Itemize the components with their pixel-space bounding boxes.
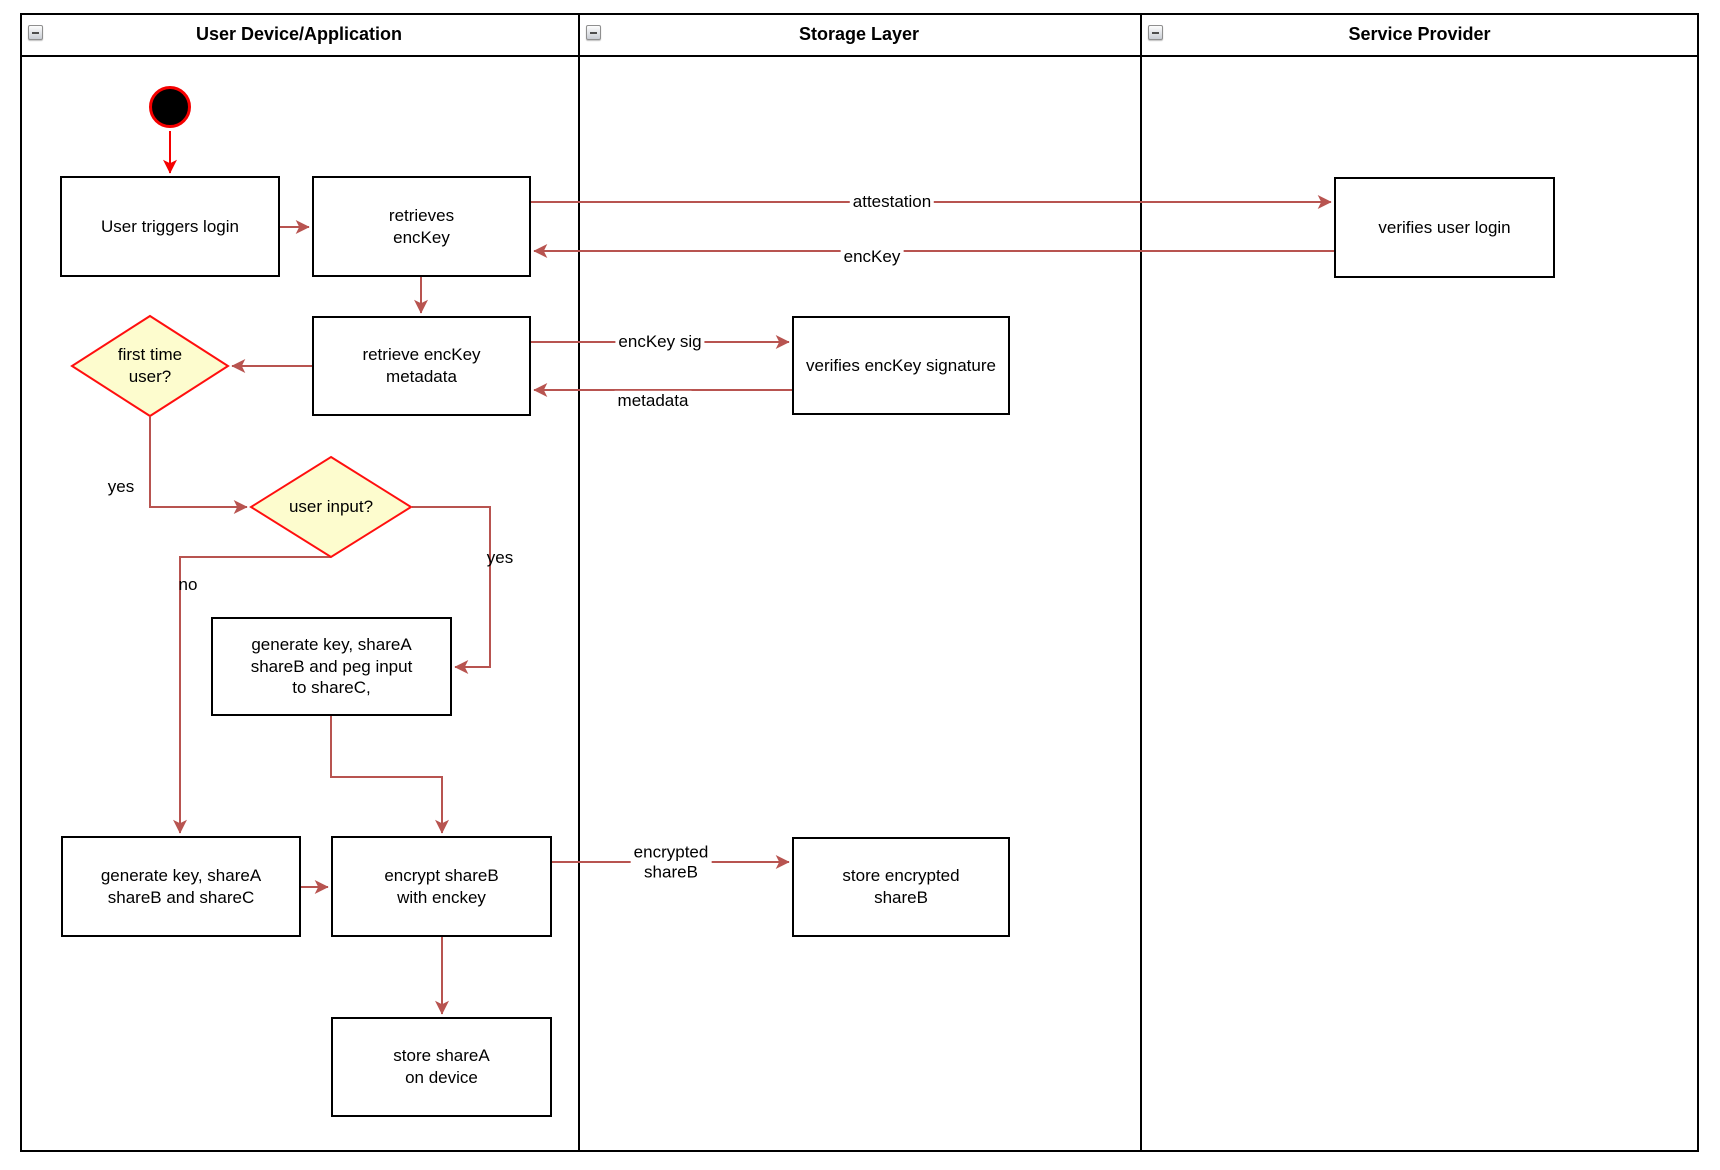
edge-label-attestation[interactable]: attestation [849,191,935,213]
node-label: user input? [288,497,374,517]
node-encrypt-shareb[interactable]: encrypt shareB with enckey [331,836,552,937]
minus-icon [1152,31,1159,34]
node-label: first time user? [117,345,183,386]
node-label: User triggers login [101,216,239,236]
node-label: retrieve encKey metadata [362,345,481,386]
minus-icon [590,31,597,34]
node-label: store shareA on device [393,1046,490,1087]
node-label: encrypt shareB with enckey [384,865,499,907]
node-label: verifies encKey signature [806,355,996,375]
start-node[interactable] [149,86,191,128]
edge-label-yes-first-time[interactable]: yes [107,476,135,496]
lane-title-storage-layer: Storage Layer [798,23,920,44]
minus-icon [32,31,39,34]
edge-label-encrypted-shareb[interactable]: encrypted shareB [630,842,712,884]
edge-label-enckey-sig[interactable]: encKey sig [615,331,705,353]
node-label: generate key, shareA shareB and shareC [100,865,262,907]
node-user-triggers-login[interactable]: User triggers login [60,176,280,277]
lane-title-user-device: User Device/Application [195,23,403,44]
node-label: retrieves encKey [388,205,455,247]
node-label: store encrypted shareB [842,866,960,907]
decision-first-time-user[interactable]: first time user? [70,314,230,418]
collapse-button-service-provider[interactable] [1148,25,1163,40]
node-store-encrypted-shareb[interactable]: store encrypted shareB [792,837,1010,937]
edge-label-yes-user-input[interactable]: yes [486,547,514,567]
lane-divider-1 [578,13,580,1152]
edge-label-enckey[interactable]: encKey [840,246,904,268]
lane-header-divider [20,55,1699,57]
lane-title-service-provider: Service Provider [1348,23,1491,44]
diamond-shape [70,314,230,418]
lane-header-storage-layer[interactable]: Storage Layer [578,13,1140,55]
edge-label-metadata[interactable]: metadata [614,390,692,412]
node-verifies-user-login[interactable]: verifies user login [1334,177,1555,278]
node-label: verifies user login [1378,217,1511,237]
lane-divider-2 [1140,13,1142,1152]
collapse-button-user-device[interactable] [28,25,43,40]
node-generate-key-peg-input[interactable]: generate key, shareA shareB and peg inpu… [211,617,452,716]
node-store-sharea[interactable]: store shareA on device [331,1017,552,1117]
node-retrieves-enckey[interactable]: retrieves encKey [312,176,531,277]
diamond-shape [249,455,413,559]
collapse-button-storage-layer[interactable] [586,25,601,40]
edge-label-no-user-input[interactable]: no [178,574,198,594]
lane-header-user-device[interactable]: User Device/Application [20,13,578,55]
node-label: generate key, shareA shareB and peg inpu… [250,634,413,698]
node-retrieve-enckey-metadata[interactable]: retrieve encKey metadata [312,316,531,416]
node-verifies-enckey-signature[interactable]: verifies encKey signature [792,316,1010,415]
node-generate-key-sharec[interactable]: generate key, shareA shareB and shareC [61,836,301,937]
decision-user-input[interactable]: user input? [249,455,413,559]
lane-header-service-provider[interactable]: Service Provider [1140,13,1699,55]
